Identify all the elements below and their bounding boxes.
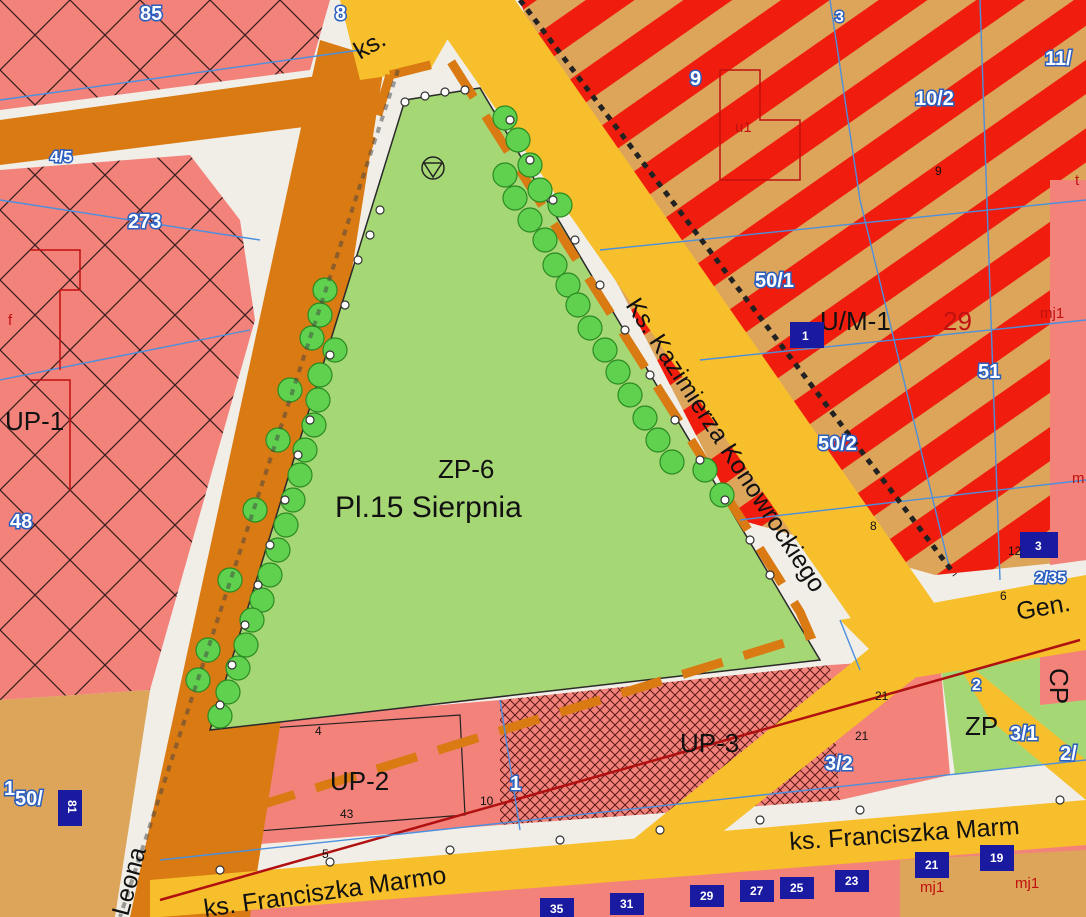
plot-85: 85	[140, 3, 162, 25]
small-21b: 21	[875, 689, 889, 703]
plot-273: 273	[128, 211, 161, 233]
small-43: 43	[340, 807, 354, 821]
badge-31: 31	[620, 897, 634, 911]
plot-8: 8	[335, 3, 346, 25]
small-9: 9	[935, 164, 942, 178]
plot-3-1: 3/1	[1010, 723, 1038, 745]
plot-1-mid: 1	[510, 773, 521, 795]
zone-cp-label: CP	[1044, 668, 1074, 704]
red-m: m	[1072, 470, 1085, 487]
small-8: 8	[870, 519, 877, 533]
plot-1-left: 1	[4, 778, 15, 800]
badge-19: 19	[990, 851, 1004, 865]
zone-up1-area	[0, 0, 330, 917]
small-10: 10	[480, 794, 494, 808]
zone-zp6-name: Pl.15 Sierpnia	[335, 491, 522, 524]
red-mj1-top: mj1	[1040, 305, 1064, 322]
boundary-dashed	[178, 54, 817, 835]
plot-2-small: 2	[972, 677, 981, 694]
hydrant-icon	[421, 156, 445, 180]
plot-48: 48	[10, 511, 32, 533]
small-21a: 21	[855, 729, 869, 743]
badge-21: 21	[925, 858, 939, 872]
plot-4-5: 4/5	[50, 149, 72, 166]
tree-row-left	[185, 277, 348, 729]
poles	[215, 85, 1065, 875]
zone-up1-label: UP-1	[5, 406, 64, 436]
tree-row-right	[492, 105, 735, 508]
plot-50-1: 50/1	[755, 270, 794, 292]
small-6: 6	[1000, 589, 1007, 603]
zone-zp-label: ZP	[965, 711, 998, 741]
red-f: f	[8, 312, 13, 329]
plot-3-2: 3/2	[825, 753, 853, 775]
plot-3-top: 3	[835, 9, 844, 26]
badge-1: 1	[802, 329, 809, 343]
plot-50-left: 50/	[15, 788, 43, 810]
red-29: 29	[943, 306, 972, 336]
zone-zp6-code: ZP-6	[438, 454, 494, 484]
badge-29: 29	[700, 889, 714, 903]
plot-50-2: 50/2	[818, 433, 857, 455]
plot-9: 9	[690, 68, 701, 90]
zone-um1-label: U/M-1	[820, 306, 891, 336]
badge-27: 27	[750, 884, 764, 898]
small-5: 5	[322, 847, 329, 861]
badge-3: 3	[1035, 539, 1042, 553]
badge-23: 23	[845, 874, 859, 888]
zone-up2-label: UP-2	[330, 766, 389, 796]
red-mj1-right: mj1	[1015, 875, 1039, 892]
badge-25: 25	[790, 881, 804, 895]
small-4: 4	[315, 724, 322, 738]
plot-51: 51	[978, 361, 1000, 383]
plot-2-right: 2/	[1060, 743, 1077, 765]
red-u1: u1	[735, 119, 752, 136]
plot-boundaries	[0, 0, 1086, 861]
zone-up3-label: UP-3	[680, 728, 739, 758]
plot-2-35: 2/35	[1035, 570, 1066, 587]
plot-10-2: 10/2	[915, 88, 954, 110]
small-12: 12	[1008, 544, 1022, 558]
red-outlines	[30, 69, 801, 490]
red-mj1-bottom: mj1	[920, 879, 944, 896]
plot-11: 11/	[1045, 48, 1072, 70]
red-t: t	[1075, 172, 1080, 189]
zone-um1-area	[520, 0, 1086, 575]
badge-81: 81	[65, 800, 79, 814]
badge-35: 35	[550, 902, 564, 916]
